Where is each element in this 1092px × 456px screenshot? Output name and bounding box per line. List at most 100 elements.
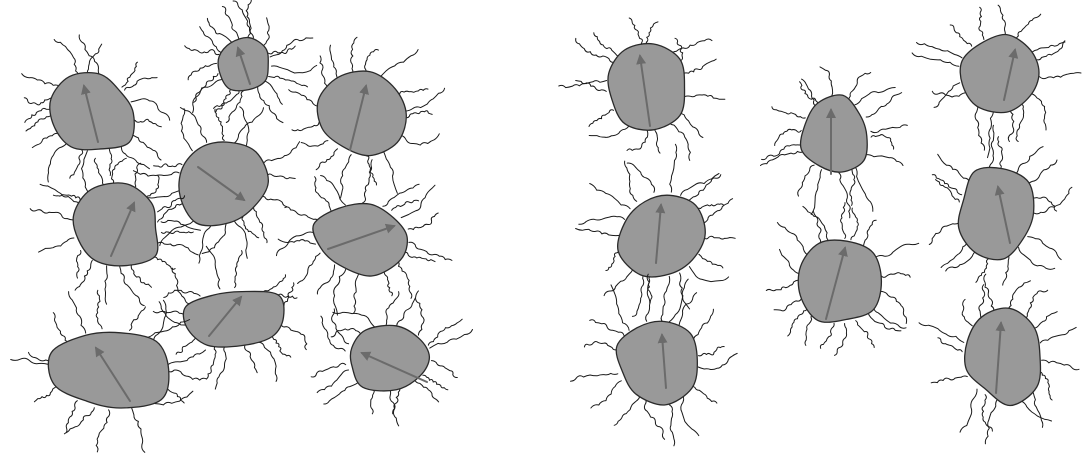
ligand-chain: [950, 25, 972, 46]
ligand-chain: [681, 393, 699, 436]
ligand-chain: [316, 149, 337, 170]
ligand-chain: [154, 300, 167, 342]
ligand-chain: [317, 265, 334, 294]
ligand-chain: [798, 165, 814, 196]
ligand-chain: [404, 252, 435, 261]
ligand-chain: [292, 123, 319, 131]
ligand-chain: [278, 239, 315, 244]
ligand-chain: [866, 155, 903, 166]
ligand-chain: [226, 91, 244, 123]
ligand-chain: [39, 238, 74, 252]
ligand-chain: [684, 59, 717, 73]
particle-6: [277, 160, 452, 315]
ligand-chain: [689, 175, 721, 201]
ligand-chain: [698, 353, 737, 369]
ligand-chain: [774, 298, 802, 311]
ligand-chain: [691, 383, 717, 403]
ligand-chain: [125, 78, 158, 91]
ligand-chain: [214, 90, 240, 108]
ligand-chain: [383, 184, 419, 206]
ligand-chain: [762, 145, 802, 160]
ligand-chain: [289, 90, 320, 107]
ligand-chain: [579, 216, 625, 224]
ligand-chain: [1040, 73, 1081, 79]
ligand-chain: [245, 346, 258, 373]
ligand-chain: [70, 150, 83, 178]
ligand-chain: [985, 399, 998, 444]
ligand-chain: [54, 40, 79, 78]
ligand-chain: [176, 336, 197, 354]
particle-13: [576, 144, 736, 322]
ligand-chain: [689, 267, 728, 282]
particle-7: [153, 246, 306, 389]
ligand-chain: [317, 370, 348, 393]
particle-12: [912, 5, 1081, 157]
ligand-chain: [594, 33, 620, 57]
ligand-chain: [1014, 147, 1043, 176]
ligand-chain: [161, 231, 193, 233]
ligand-chain: [704, 236, 736, 239]
ligand-chain: [199, 223, 211, 263]
ligand-chain: [82, 151, 90, 195]
ligand-chain: [962, 299, 972, 325]
ligand-chain: [1019, 247, 1055, 269]
ligand-chain: [188, 63, 216, 79]
ligand-chain: [193, 80, 222, 113]
particle-15: [929, 125, 1072, 285]
ligand-chain: [611, 285, 629, 330]
ligand-chain: [380, 50, 419, 78]
ligand-chain: [699, 346, 725, 355]
ligand-chain: [216, 88, 233, 111]
particle-7-core: [183, 291, 284, 347]
ligand-chain: [215, 346, 226, 389]
ligand-chain: [800, 82, 819, 104]
ligand-chain: [263, 18, 269, 47]
ligand-chain: [1024, 290, 1048, 318]
ligand-chain: [777, 223, 807, 255]
ligand-chain: [301, 141, 328, 147]
ligand-chain: [270, 38, 313, 57]
ligand-chain: [871, 125, 907, 133]
ligand-chain: [866, 93, 901, 117]
ligand-chain: [979, 7, 984, 39]
ligand-chain: [960, 389, 977, 432]
ligand-chain: [703, 199, 733, 224]
ligand-chain: [321, 316, 345, 351]
ligand-chain: [855, 167, 873, 211]
ligand-chain: [856, 321, 875, 348]
particle-11-core: [801, 95, 868, 172]
particle-8: [11, 290, 207, 452]
ligand-chain: [584, 341, 616, 349]
ligand-chain: [48, 143, 67, 182]
ligand-chain: [79, 35, 100, 76]
ligand-chain: [998, 137, 1003, 171]
ligand-chain: [775, 129, 802, 145]
ligand-chain: [998, 5, 1005, 37]
ligand-chain: [258, 142, 299, 166]
ligand-chain: [181, 109, 192, 151]
ligand-chain: [941, 240, 967, 268]
ligand-chain: [330, 45, 338, 81]
ligand-chain: [122, 62, 137, 87]
ligand-chain: [167, 350, 206, 366]
ligand-chain: [26, 115, 51, 131]
ligand-chain: [871, 135, 894, 150]
ligand-chain: [233, 1, 250, 40]
ligand-chain: [1042, 360, 1079, 370]
ligand-chain: [931, 376, 967, 383]
ligand-chain: [194, 74, 218, 103]
ligand-chain: [929, 223, 959, 245]
ligand-chain: [215, 109, 224, 140]
ligand-chain: [324, 381, 361, 404]
ligand-chain: [321, 176, 346, 206]
ligand-chain: [32, 133, 57, 147]
ligand-chain: [850, 169, 855, 205]
ligand-chain: [979, 285, 985, 318]
ligand-chain: [802, 79, 816, 106]
particle-5: [30, 158, 200, 305]
particle-3-core: [317, 71, 406, 156]
ligand-chain: [133, 171, 179, 176]
ligand-chain: [932, 175, 961, 195]
